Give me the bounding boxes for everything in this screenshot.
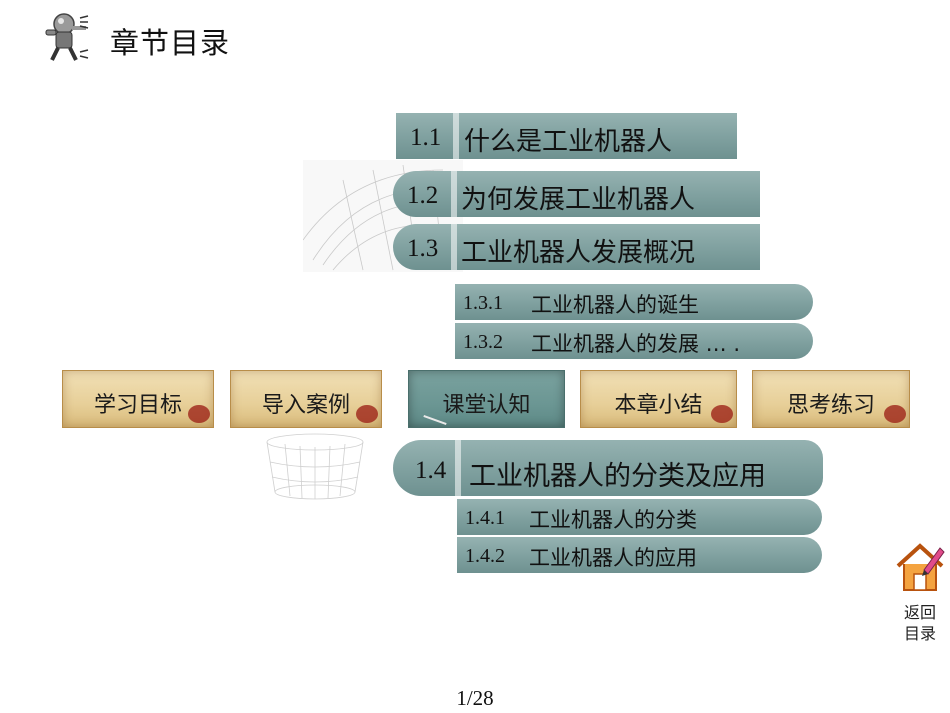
section-title: 工业机器人的分类及应用: [469, 461, 766, 492]
divider: [453, 113, 459, 159]
tab-chapter-summary[interactable]: 本章小结: [580, 370, 737, 428]
section-1-3[interactable]: 1.3 工业机器人发展概况: [393, 224, 760, 270]
return-label: 返回 目录: [890, 602, 950, 644]
tab-label: 课堂认知: [442, 393, 531, 418]
section-title: 为何发展工业机器人: [461, 185, 696, 215]
section-title: 工业机器人发展概况: [461, 238, 696, 268]
subsection-number: 1.3.1: [463, 292, 503, 314]
subsection-title: 工业机器人的发展 … .: [531, 332, 741, 356]
section-title: 什么是工业机器人: [464, 127, 673, 157]
divider: [451, 171, 457, 217]
subsection-1-4-2[interactable]: 1.4.2 工业机器人的应用: [457, 537, 822, 573]
subsection-1-3-1[interactable]: 1.3.1 工业机器人的诞生: [455, 284, 813, 320]
tab-label: 导入案例: [261, 393, 350, 418]
page-title: 章节目录: [110, 26, 231, 60]
subsection-1-3-2[interactable]: 1.3.2 工业机器人的发展 … .: [455, 323, 813, 359]
section-number: 1.4: [415, 457, 447, 484]
section-number: 1.1: [410, 124, 442, 151]
subsection-1-4-1[interactable]: 1.4.1 工业机器人的分类: [457, 499, 822, 535]
robot-icon: [45, 13, 89, 61]
return-label-line2: 目录: [903, 624, 936, 643]
tab-intro-case[interactable]: 导入案例: [230, 370, 382, 428]
subsection-number: 1.4.2: [465, 545, 505, 567]
tab-learning-goals[interactable]: 学习目标: [62, 370, 214, 428]
divider: [455, 440, 461, 496]
tab-label: 本章小结: [614, 393, 703, 418]
return-to-contents-button[interactable]: 返回 目录: [890, 540, 950, 650]
tab-label: 思考练习: [786, 393, 875, 418]
tab-label: 学习目标: [93, 393, 182, 418]
wireframe-cylinder-image: [266, 433, 364, 500]
page-number: 1/28: [456, 686, 494, 710]
section-number: 1.3: [407, 235, 439, 262]
home-pencil-icon: [896, 543, 945, 591]
subsection-title: 工业机器人的诞生: [531, 293, 699, 317]
section-1-1[interactable]: 1.1 什么是工业机器人: [396, 113, 737, 159]
tab-exercises[interactable]: 思考练习: [752, 370, 910, 428]
return-label-line1: 返回: [903, 603, 936, 622]
section-number: 1.2: [407, 182, 439, 209]
wax-seal-icon: [884, 405, 906, 423]
section-1-4[interactable]: 1.4 工业机器人的分类及应用: [393, 440, 823, 496]
subsection-title: 工业机器人的应用: [529, 546, 697, 570]
subsection-number: 1.4.1: [465, 507, 505, 529]
section-1-2[interactable]: 1.2 为何发展工业机器人: [393, 171, 760, 217]
subsection-title: 工业机器人的分类: [529, 508, 697, 532]
wax-seal-icon: [356, 405, 378, 423]
divider: [451, 224, 457, 270]
wax-seal-icon: [711, 405, 733, 423]
subsection-number: 1.3.2: [463, 331, 503, 353]
tab-classroom[interactable]: 课堂认知: [408, 370, 565, 428]
wax-seal-icon: [188, 405, 210, 423]
